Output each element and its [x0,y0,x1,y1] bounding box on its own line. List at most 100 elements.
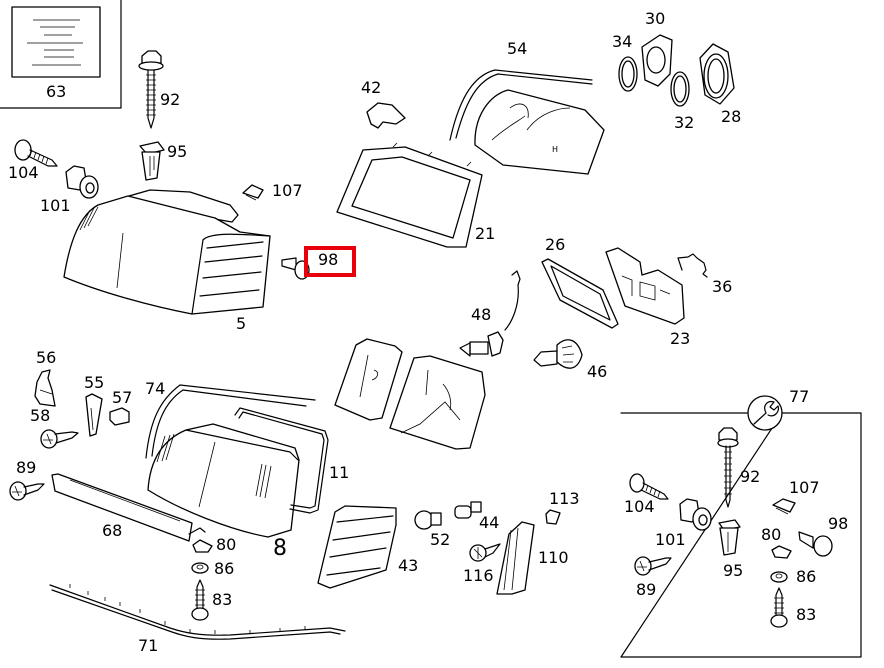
part-23-cover[interactable] [605,247,685,325]
part-63-document-box[interactable] [0,0,122,109]
callout-116[interactable]: 116 [463,566,494,585]
callout-48[interactable]: 48 [471,305,492,324]
callout-36[interactable]: 36 [712,277,733,296]
part-reflector-main[interactable] [389,355,486,450]
callout-54[interactable]: 54 [507,39,528,58]
callout-46[interactable]: 46 [587,362,608,381]
kit-callout-92[interactable]: 92 [740,467,761,486]
callout-113[interactable]: 113 [549,489,580,508]
part-92-screw[interactable] [138,50,164,129]
callout-107[interactable]: 107 [272,181,303,200]
callout-95[interactable]: 95 [167,142,188,161]
callout-8[interactable]: 8 [273,536,287,561]
callout-110[interactable]: 110 [538,548,569,567]
part-56-bracket[interactable] [34,369,56,407]
callout-57[interactable]: 57 [112,388,133,407]
callout-63[interactable]: 63 [46,82,67,101]
kit-part-83-screw[interactable] [770,587,788,628]
part-110-side-marker[interactable] [496,521,535,595]
part-32-ring[interactable] [670,71,690,107]
part-8-headlamp-lens[interactable] [147,423,300,538]
kit-part-104-screw[interactable] [629,473,669,500]
part-44-bulb[interactable] [454,501,482,519]
callout-43[interactable]: 43 [398,556,419,575]
kit-part-89-screw[interactable] [634,556,672,576]
kit-callout-101[interactable]: 101 [655,530,686,549]
callout-86[interactable]: 86 [214,559,235,578]
callout-92[interactable]: 92 [160,90,181,109]
part-107-clip[interactable] [242,184,264,201]
part-104-screw[interactable] [14,139,58,167]
callout-44[interactable]: 44 [479,513,500,532]
part-30-bulb-holder[interactable] [641,34,673,87]
part-26-gasket[interactable] [541,258,619,329]
part-46-bulb[interactable] [533,339,583,369]
callout-77[interactable]: 77 [789,387,810,406]
kit-part-107-clip[interactable] [772,498,796,515]
kit-part-101-nut[interactable] [679,498,712,531]
callout-26[interactable]: 26 [545,235,566,254]
callout-11[interactable]: 11 [329,463,350,482]
part-48-bulb[interactable] [459,270,521,357]
callout-89[interactable]: 89 [16,458,37,477]
callout-28[interactable]: 28 [721,107,742,126]
part-36-spring-clip[interactable] [677,253,708,278]
callout-56[interactable]: 56 [36,348,57,367]
wrench-icon[interactable] [747,395,783,431]
part-21-frame[interactable] [336,142,483,248]
part-83-screw[interactable] [191,579,209,621]
part-58-screw[interactable] [40,429,79,449]
part-5-headlamp-assembly[interactable] [63,189,271,315]
part-71-trim-strip[interactable] [49,584,346,640]
callout-80[interactable]: 80 [216,535,237,554]
kit-part-92-screw[interactable] [717,427,739,508]
kit-part-86-washer[interactable] [770,571,788,583]
callout-74[interactable]: 74 [145,379,166,398]
callout-104[interactable]: 104 [8,163,39,182]
callout-52[interactable]: 52 [430,530,451,549]
part-11-gasket[interactable] [234,407,329,514]
part-42-bracket[interactable] [366,102,406,129]
callout-21[interactable]: 21 [475,224,496,243]
part-54-lens-frame[interactable]: H [449,69,605,175]
part-68-mounting-strip[interactable] [51,473,206,542]
kit-callout-89[interactable]: 89 [636,580,657,599]
part-95-clip-nut[interactable] [139,141,165,181]
kit-callout-95[interactable]: 95 [723,561,744,580]
kit-callout-98[interactable]: 98 [828,514,849,533]
callout-5[interactable]: 5 [236,314,247,333]
callout-32[interactable]: 32 [674,113,695,132]
part-101-spacer-nut[interactable] [65,165,99,199]
kit-callout-83[interactable]: 83 [796,605,817,624]
callout-68[interactable]: 68 [102,521,123,540]
kit-part-98-screw[interactable] [798,531,833,557]
part-34-ring[interactable] [618,56,638,92]
callout-98[interactable]: 98 [318,250,339,269]
part-86-washer[interactable] [191,562,209,574]
callout-42[interactable]: 42 [361,78,382,97]
part-52-bulb[interactable] [414,510,442,530]
part-43-turn-signal-lens[interactable] [317,505,397,589]
part-28-retaining-ring[interactable] [699,43,735,105]
callout-83[interactable]: 83 [212,590,233,609]
callout-30[interactable]: 30 [645,9,666,28]
part-80-clip[interactable] [192,539,213,553]
callout-23[interactable]: 23 [670,329,691,348]
kit-callout-80[interactable]: 80 [761,525,782,544]
callout-101[interactable]: 101 [40,196,71,215]
callout-58[interactable]: 58 [30,406,51,425]
kit-part-95-clip-nut[interactable] [718,519,741,556]
part-74-trim-strip[interactable] [145,384,316,459]
kit-callout-104[interactable]: 104 [624,497,655,516]
kit-part-80-clip[interactable] [771,545,792,559]
part-reflector-small[interactable] [334,338,403,421]
callout-34[interactable]: 34 [612,32,633,51]
part-55-bracket[interactable] [85,393,103,437]
part-116-screw[interactable] [469,543,501,562]
kit-callout-107[interactable]: 107 [789,478,820,497]
callout-71[interactable]: 71 [138,636,159,655]
part-57-clip[interactable] [109,407,130,426]
kit-callout-86[interactable]: 86 [796,567,817,586]
part-89-screw[interactable] [9,481,45,501]
callout-55[interactable]: 55 [84,373,105,392]
